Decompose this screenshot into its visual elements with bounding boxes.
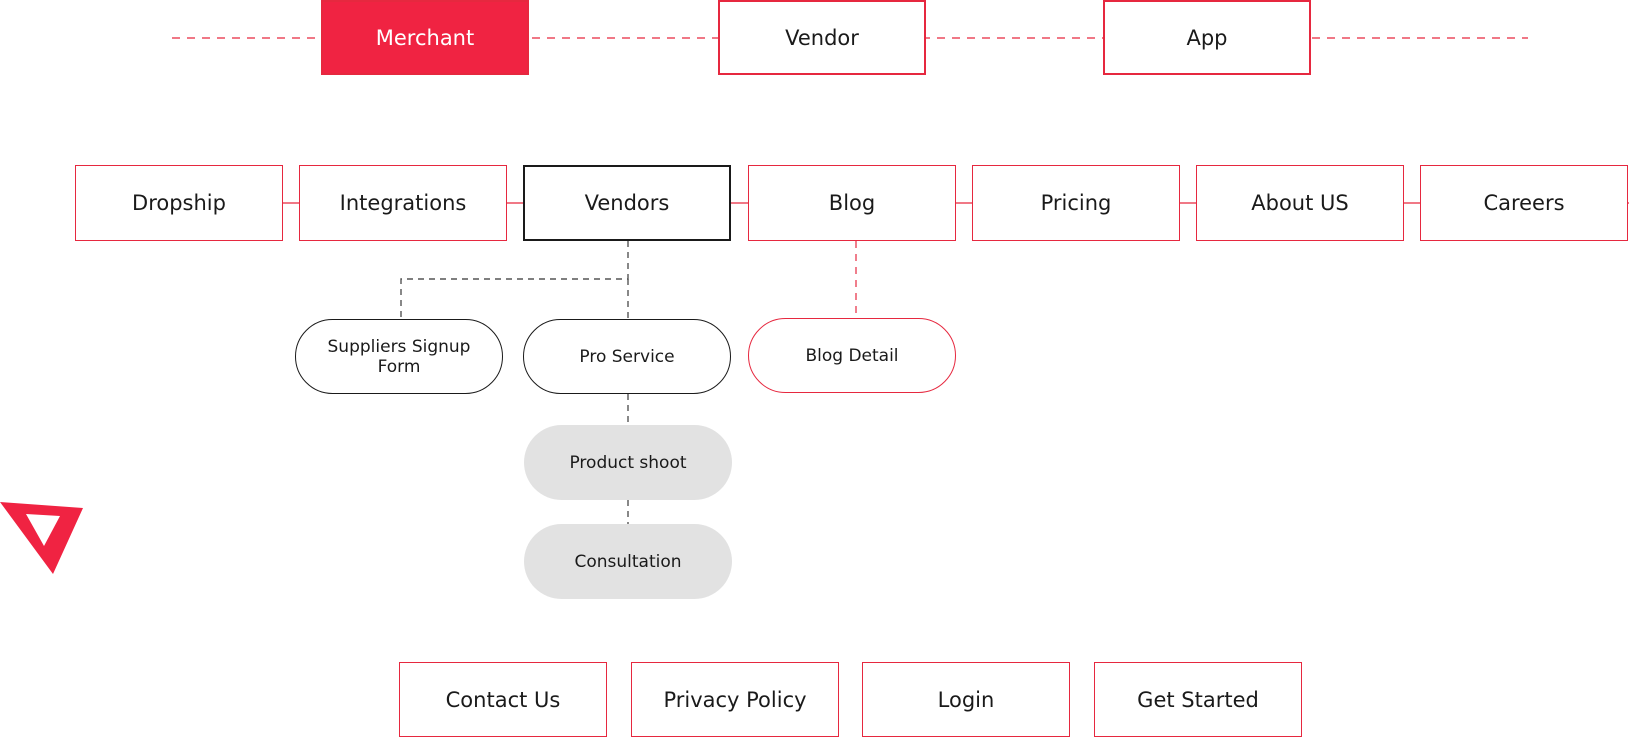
nav-careers[interactable]: Careers: [1420, 165, 1628, 241]
footer-get-started[interactable]: Get Started: [1094, 662, 1302, 737]
nav-vendors[interactable]: Vendors: [523, 165, 731, 241]
footer-contact-us[interactable]: Contact Us: [399, 662, 607, 737]
nav-dropship[interactable]: Dropship: [75, 165, 283, 241]
nav-about-us[interactable]: About US: [1196, 165, 1404, 241]
pro-service-node[interactable]: Pro Service: [523, 319, 731, 394]
footer-privacy-policy[interactable]: Privacy Policy: [631, 662, 839, 737]
nav-pricing[interactable]: Pricing: [972, 165, 1180, 241]
tab-merchant[interactable]: Merchant: [321, 0, 529, 75]
tab-app[interactable]: App: [1103, 0, 1311, 75]
suppliers-signup-form-node[interactable]: Suppliers Signup Form: [295, 319, 503, 394]
nav-blog[interactable]: Blog: [748, 165, 956, 241]
blog-detail-node[interactable]: Blog Detail: [748, 318, 956, 393]
nav-integrations[interactable]: Integrations: [299, 165, 507, 241]
footer-login[interactable]: Login: [862, 662, 1070, 737]
red-triangle-logo-icon: [0, 502, 83, 574]
tab-vendor[interactable]: Vendor: [718, 0, 926, 75]
consultation-node[interactable]: Consultation: [524, 524, 732, 599]
product-shoot-node[interactable]: Product shoot: [524, 425, 732, 500]
